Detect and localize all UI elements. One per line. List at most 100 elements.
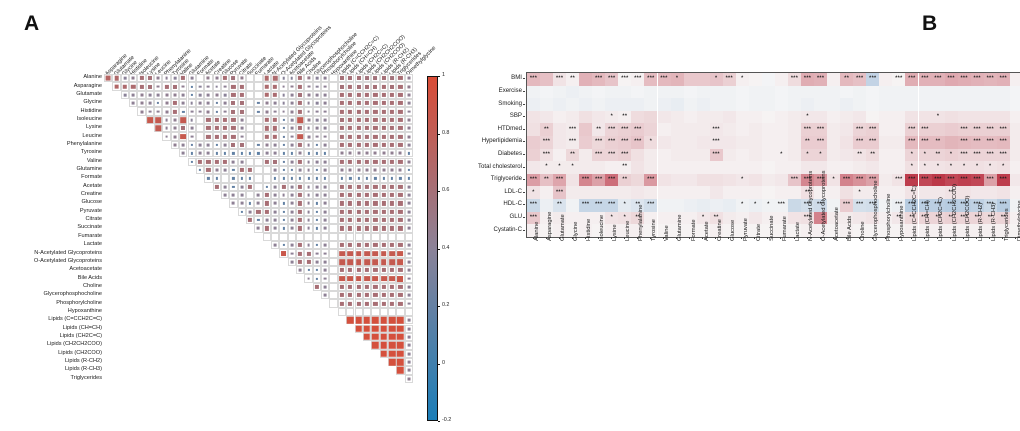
panel-b-column-label: O-Acetylated Glycoproteins [821, 170, 828, 241]
panel-a-square [407, 93, 411, 97]
panel-a-cell [229, 140, 238, 150]
panel-a-cell [246, 241, 254, 249]
panel-a-cell [245, 182, 255, 191]
panel-a-row-label: O-Acetylated Glycoproteins [33, 257, 102, 264]
panel-a-square [307, 202, 310, 205]
panel-a-cell [121, 116, 129, 124]
panel-b-significance-marker: *** [803, 176, 812, 183]
panel-a-cell [371, 316, 380, 325]
panel-a-square [315, 101, 319, 105]
panel-b-cell [774, 211, 788, 225]
panel-a-square [388, 325, 396, 332]
panel-a-square [398, 201, 403, 206]
panel-a-cell [329, 107, 338, 116]
panel-b-cell: *** [709, 148, 723, 162]
panel-a-cell [304, 182, 313, 191]
panel-a-square [206, 85, 210, 88]
panel-b-cell [735, 186, 749, 199]
panel-a-square [222, 126, 228, 131]
panel-b-significance-marker: *** [895, 201, 903, 208]
panel-a-square [348, 184, 353, 189]
panel-a-cell [179, 158, 187, 166]
panel-a-square [307, 227, 310, 230]
panel-a-cell [104, 216, 112, 224]
panel-a-cell [279, 333, 287, 341]
panel-a-cell [321, 149, 330, 158]
panel-b-cell: *** [918, 173, 932, 187]
panel-a-cell [371, 132, 380, 141]
panel-a-cell [245, 124, 255, 133]
panel-a-square [373, 126, 378, 131]
panel-b-significance-marker: *** [856, 138, 864, 145]
panel-a-square [380, 259, 387, 265]
panel-b-cell [931, 85, 945, 99]
panel-a-square [273, 159, 278, 164]
panel-a-cell [229, 258, 237, 266]
panel-a-square [373, 184, 378, 189]
panel-b-significance-marker: ** [544, 176, 550, 183]
panel-a-square [265, 110, 269, 114]
panel-a-square [348, 142, 353, 148]
panel-b-column-label: Lipids (CH2COO) [964, 195, 971, 241]
panel-a-cell [312, 140, 322, 150]
panel-b-significance-marker: *** [960, 151, 968, 158]
panel-b-cell: *** [892, 173, 906, 187]
panel-b-cell: ** [618, 173, 632, 187]
panel-a-square [240, 193, 244, 197]
panel-a-cell [387, 282, 397, 292]
panel-a-cell [329, 132, 338, 141]
panel-a-cell [188, 358, 196, 366]
panel-a-cell [312, 224, 322, 233]
panel-a-square [357, 168, 361, 172]
panel-a-cell [179, 224, 187, 232]
panel-a-cell [104, 258, 112, 266]
panel-b-cell [579, 73, 593, 86]
panel-b-cell [527, 110, 541, 124]
panel-a-cell [404, 274, 413, 283]
panel-a-colorbar-tickmark [437, 133, 441, 135]
panel-b-significance-marker: *** [777, 201, 786, 208]
panel-a-square [264, 134, 269, 139]
panel-a-cell [396, 149, 405, 158]
panel-a-cell [162, 283, 170, 291]
panel-a-cell [129, 116, 137, 124]
panel-a-cell [296, 224, 305, 233]
panel-a-cell [104, 107, 112, 115]
panel-a-square [315, 227, 319, 230]
panel-a-cell [404, 249, 413, 258]
panel-a-cell [146, 358, 154, 366]
panel-b-cell [827, 110, 841, 124]
panel-b-column-tickmark [545, 236, 547, 239]
panel-a-cell [246, 291, 254, 299]
panel-a-square [298, 201, 303, 206]
panel-a-cell [229, 241, 237, 249]
panel-a-square [190, 126, 194, 130]
panel-b-significance-marker: * [936, 113, 940, 120]
panel-a-cell [162, 316, 170, 324]
panel-a-cell [321, 99, 330, 108]
panel-a-cell [346, 341, 354, 349]
panel-a-cell [196, 183, 204, 191]
panel-a-row-label: Phosphorylcholine [56, 299, 102, 306]
panel-b-cell [657, 85, 671, 99]
panel-b-cell [879, 199, 893, 212]
panel-a-cell [321, 124, 330, 133]
panel-b-significance-marker: *** [934, 75, 942, 82]
panel-b-cell [527, 85, 541, 99]
panel-a-cell [321, 316, 329, 324]
panel-a-cell [246, 266, 254, 274]
panel-a-cell [171, 316, 179, 324]
panel-a-cell [137, 74, 146, 83]
panel-a-square [398, 134, 403, 139]
panel-a-square [348, 126, 353, 131]
panel-a-cell [262, 149, 271, 158]
panel-b-cell [774, 224, 788, 237]
panel-a-cell [296, 182, 305, 191]
panel-b-cell: ** [553, 199, 567, 212]
panel-a-cell [196, 224, 204, 232]
panel-a-cell [146, 308, 154, 316]
panel-b-cell [592, 85, 606, 99]
panel-b-cell [788, 161, 802, 174]
panel-a-cell [262, 132, 271, 141]
panel-a-cell [121, 166, 129, 174]
